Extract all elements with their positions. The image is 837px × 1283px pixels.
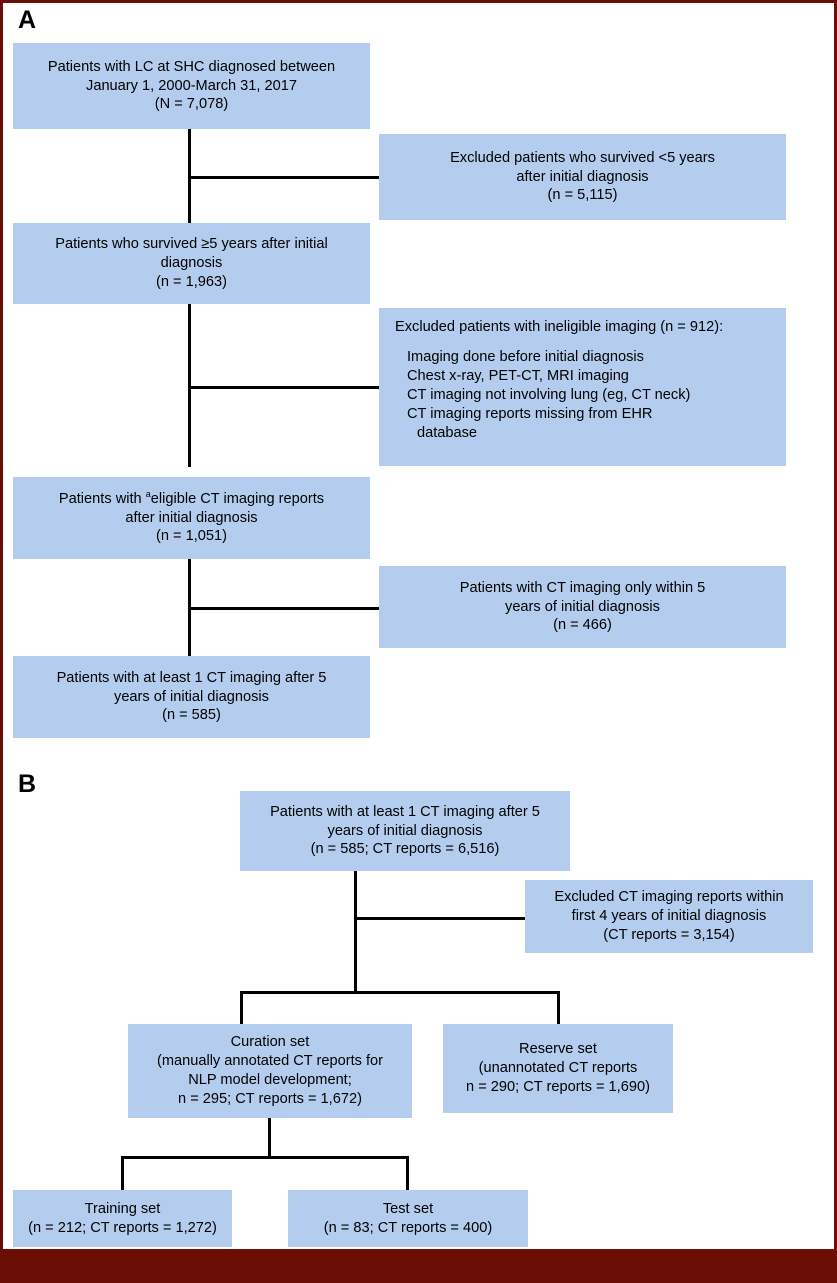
box-at-least-1-ct-panel-a-line1: Patients with at least 1 CT imaging afte… (56, 669, 327, 686)
box-test-set: Test set (n = 83; CT reports = 400) (288, 1190, 528, 1247)
box-at-least-1-ct-panel-b: Patients with at least 1 CT imaging afte… (240, 791, 570, 871)
box-cohort-line2: January 1, 2000-March 31, 2017 (86, 77, 297, 94)
box-at-least-1-ct-panel-b-line1: Patients with at least 1 CT imaging afte… (270, 803, 540, 820)
box-eligible-ct-reports-line3: (n = 1,051) (155, 528, 227, 545)
box-curation-set: Curation set (manually annotated CT repo… (128, 1024, 412, 1118)
box-at-least-1-ct-panel-b-line2: years of initial diagnosis (327, 822, 483, 839)
figure-border-bottom (0, 1249, 837, 1283)
box-excluded-ineligible-imaging-spacer (395, 337, 723, 348)
box-excluded-first-4-years-line3: (CT reports = 3,154) (603, 926, 735, 943)
box-training-set-line2: (n = 212; CT reports = 1,272) (28, 1219, 217, 1236)
box-reserve-set: Reserve set (unannotated CT reports n = … (443, 1024, 673, 1113)
box-excluded-ineligible-imaging-item-3: CT imaging not involving lung (eg, CT ne… (407, 386, 691, 403)
box-at-least-1-ct-panel-b-line3: (n = 585; CT reports = 6,516) (310, 841, 500, 858)
box-reserve-set-line3: n = 290; CT reports = 1,690) (466, 1078, 650, 1095)
box-ct-within-5-years-line2: years of initial diagnosis (505, 598, 660, 615)
connector-training-drop (121, 1156, 124, 1191)
box-reserve-set-line2: (unannotated CT reports (478, 1060, 638, 1077)
box-eligible-ct-reports-line1-post: eligible CT imaging reports (150, 490, 325, 507)
connector-reserve-drop (557, 991, 560, 1025)
box-cohort-line3: (N = 7,078) (154, 96, 229, 113)
box-eligible-ct-reports-line1: Patients with aeligible CT imaging repor… (58, 488, 325, 509)
connector-ct-within-5y-horizontal (188, 607, 379, 610)
connector-curation-drop (240, 991, 243, 1025)
figure-border-right (834, 0, 837, 1249)
box-survived-5-years-line1: Patients who survived ≥5 years after ini… (55, 236, 328, 253)
box-excluded-first-4-years: Excluded CT imaging reports within first… (525, 880, 813, 953)
box-survived-5-years-line2: diagnosis (160, 255, 223, 272)
box-ct-within-5-years: Patients with CT imaging only within 5 y… (379, 566, 786, 648)
box-survived-5-years-line3: (n = 1,963) (155, 273, 227, 290)
box-excluded-ineligible-imaging-item-2: Chest x-ray, PET-CT, MRI imaging (407, 367, 629, 384)
box-excluded-survival-line3: (n = 5,115) (547, 187, 618, 204)
connector-excluded-survival-horizontal (188, 176, 379, 179)
box-at-least-1-ct-panel-a-line2: years of initial diagnosis (114, 688, 269, 705)
box-test-set-line2: (n = 83; CT reports = 400) (323, 1219, 493, 1236)
box-excluded-survival-line1: Excluded patients who survived <5 years (450, 149, 715, 166)
box-test-set-line1: Test set (382, 1200, 434, 1217)
box-excluded-ineligible-imaging-item-4-continuation: database (417, 424, 478, 441)
box-eligible-ct-reports: Patients with aeligible CT imaging repor… (13, 477, 370, 559)
box-curation-set-line4: n = 295; CT reports = 1,672) (178, 1090, 362, 1107)
figure-border-top (0, 0, 837, 3)
figure-border-left (0, 0, 3, 1249)
box-training-set: Training set (n = 212; CT reports = 1,27… (13, 1190, 232, 1247)
box-excluded-survival: Excluded patients who survived <5 years … (379, 134, 786, 220)
box-curation-set-line3: NLP model development; (188, 1072, 352, 1088)
connector-excluded-first-4y-horizontal (354, 917, 525, 920)
panel-label-a: A (18, 6, 37, 34)
box-eligible-ct-reports-line2: after initial diagnosis (125, 509, 258, 526)
box-reserve-set-line1: Reserve set (519, 1041, 597, 1058)
box-curation-set-line2: (manually annotated CT reports for (156, 1053, 384, 1070)
box-cohort: Patients with LC at SHC diagnosed betwee… (13, 43, 370, 129)
box-ct-within-5-years-line1: Patients with CT imaging only within 5 (459, 579, 706, 596)
box-at-least-1-ct-panel-a: Patients with at least 1 CT imaging afte… (13, 656, 370, 738)
connector-test-drop (406, 1156, 409, 1191)
box-excluded-first-4-years-line1: Excluded CT imaging reports within (554, 889, 784, 906)
panel-label-b: B (18, 770, 37, 798)
box-survived-5-years: Patients who survived ≥5 years after ini… (13, 223, 370, 304)
box-excluded-ineligible-imaging: Excluded patients with ineligible imagin… (379, 308, 786, 466)
connector-training-test-splitter (121, 1156, 409, 1159)
connector-curation-down (268, 1118, 271, 1158)
connector-panel-b-main-vertical (354, 871, 357, 994)
connector-curation-reserve-splitter (240, 991, 560, 994)
box-at-least-1-ct-panel-a-line3: (n = 585) (162, 707, 221, 724)
connector-survived-vertical (188, 304, 191, 467)
box-curation-set-line1: Curation set (230, 1034, 310, 1051)
box-excluded-ineligible-imaging-item-1: Imaging done before initial diagnosis (407, 348, 644, 365)
box-eligible-ct-reports-line1-pre: Patients with (58, 490, 146, 507)
box-ct-within-5-years-line3: (n = 466) (553, 617, 612, 634)
box-excluded-ineligible-imaging-item-4: CT imaging reports missing from EHR (407, 405, 653, 422)
footnote-marker-a: a (145, 488, 151, 499)
box-excluded-first-4-years-line2: first 4 years of initial diagnosis (571, 908, 767, 925)
connector-excluded-imaging-horizontal (188, 386, 379, 389)
box-excluded-survival-line2: after initial diagnosis (516, 168, 649, 185)
box-excluded-ineligible-imaging-heading: Excluded patients with ineligible imagin… (395, 319, 724, 335)
box-training-set-line1: Training set (84, 1200, 161, 1217)
box-cohort-line1: Patients with LC at SHC diagnosed betwee… (47, 58, 336, 75)
